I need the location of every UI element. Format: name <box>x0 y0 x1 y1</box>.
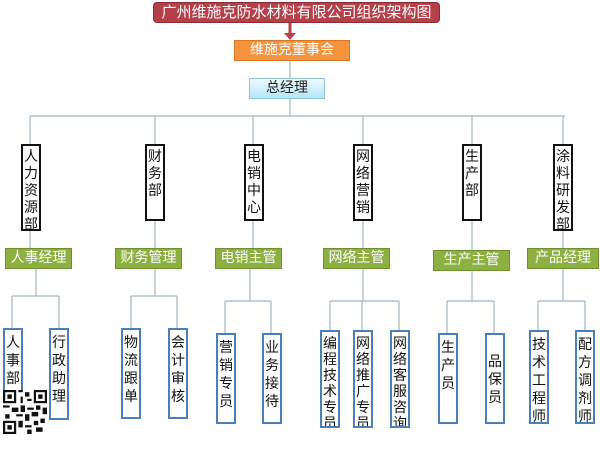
board-node: 维施克董事会 <box>234 40 350 61</box>
role-box: 网络推广专员 <box>353 330 373 428</box>
role-box: 编程技术专员 <box>320 330 340 428</box>
manager-product: 产品经理 <box>527 248 599 269</box>
dept-hr: 人力资源部 <box>21 144 41 233</box>
chart-title: 广州维施克防水材料有限公司组织架构图 <box>153 2 440 23</box>
role-box: 营销专员 <box>216 333 236 424</box>
role-box: 配方调剂师 <box>575 330 595 424</box>
general-manager-node: 总经理 <box>249 78 325 99</box>
dept-finance: 财务部 <box>145 144 165 221</box>
arrow-icon <box>284 22 296 40</box>
role-box: 业务接待 <box>262 333 282 424</box>
role-box: 生产员 <box>438 333 458 424</box>
dept-coating-rd: 涂料研发部 <box>553 144 573 233</box>
role-box: 技术工程师 <box>529 330 549 424</box>
manager-hr: 人事经理 <box>5 248 72 269</box>
dept-online-marketing: 网络营销 <box>353 144 373 221</box>
manager-telesales: 电销主管 <box>215 248 282 269</box>
qr-code-icon <box>3 390 47 434</box>
dept-telesales: 电销中心 <box>244 144 264 221</box>
role-box: 网络客服咨询 <box>390 330 410 428</box>
role-box: 会计审核 <box>168 328 188 419</box>
manager-online: 网络主管 <box>323 248 390 269</box>
manager-production: 生产主管 <box>433 250 510 271</box>
role-box: 行政助理 <box>49 328 69 420</box>
role-box: 物流跟单 <box>121 328 141 419</box>
dept-production: 生产部 <box>462 144 482 221</box>
role-box: 品保员 <box>485 333 505 424</box>
manager-finance: 财务管理 <box>115 248 182 269</box>
